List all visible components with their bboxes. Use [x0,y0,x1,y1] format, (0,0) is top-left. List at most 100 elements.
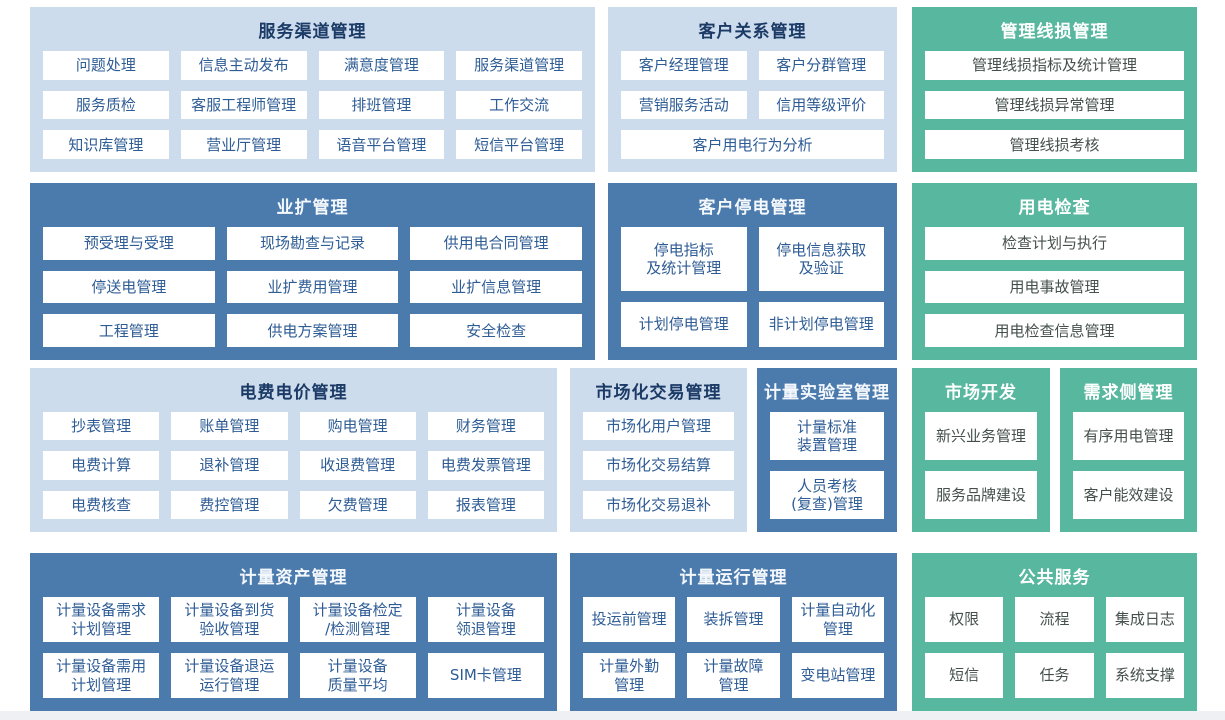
module-card: 电费计算 [43,451,160,480]
module-card: 费控管理 [171,490,288,519]
module-card: 工程管理 [43,314,215,347]
module-card: 人员考核 (复查)管理 [770,471,884,519]
module-card: 购电管理 [299,412,416,441]
module-card: 收退费管理 [299,451,416,480]
module-card: 计量设备退运 运行管理 [171,653,288,698]
module-card: 计量外勤 管理 [583,653,676,698]
block-metering-asset-mgmt: 计量资产管理计量设备需求 计划管理计量设备到货 验收管理计量设备检定 /检测管理… [30,553,557,711]
block-title: 客户关系管理 [698,22,807,42]
block-title: 市场开发 [945,383,1017,403]
block-title: 业扩管理 [276,198,349,218]
module-card: 计量故障 管理 [687,653,780,698]
module-card: 计量设备 质量平均 [299,653,416,698]
module-card: 非计划停电管理 [758,301,884,347]
module-card: 服务质检 [43,90,169,120]
module-card: 短信平台管理 [456,130,582,159]
module-card: 客户能效建设 [1073,471,1184,519]
block-title: 计量资产管理 [239,568,348,588]
module-card: 市场化交易退补 [583,490,734,519]
module-card: 满意度管理 [318,51,445,80]
block-customer-outage-mgmt: 客户停电管理停电指标 及统计管理停电信息获取 及验证计划停电管理非计划停电管理 [608,183,897,360]
module-card: 流程 [1015,597,1094,642]
block-business-expansion-mgmt: 业扩管理预受理与受理现场勘查与记录供用电合同管理停送电管理业扩费用管理业扩信息管… [30,183,595,360]
module-card-grid: 投运前管理装拆管理计量自动化 管理计量外勤 管理计量故障 管理变电站管理 [570,594,897,711]
module-card: 账单管理 [171,412,288,441]
block-metering-lab-mgmt: 计量实验室管理计量标准 装置管理人员考核 (复查)管理 [757,368,897,532]
block-market-trade-mgmt: 市场化交易管理市场化用户管理市场化交易结算市场化交易退补 [570,368,747,532]
module-card: 短信 [925,653,1004,698]
module-card-grid: 计量标准 装置管理人员考核 (复查)管理 [757,409,897,532]
module-card: 知识库管理 [43,130,169,159]
block-title: 公共服务 [1018,568,1091,588]
module-card: 计量设备需求 计划管理 [43,597,160,642]
module-card: 信用等级评价 [758,90,884,120]
module-card: 欠费管理 [299,490,416,519]
module-card-grid: 市场化用户管理市场化交易结算市场化交易退补 [570,409,747,532]
module-card: 计量设备到货 验收管理 [171,597,288,642]
block-electricity-fee-price-mgmt: 电费电价管理抄表管理账单管理购电管理财务管理电费计算退补管理收退费管理电费发票管… [30,368,557,532]
module-card: 停送电管理 [43,270,215,304]
module-card: 投运前管理 [583,597,676,642]
module-card: 服务渠道管理 [456,51,582,80]
block-title: 服务渠道管理 [258,22,367,42]
module-card: 业扩费用管理 [226,270,399,304]
block-title: 计量实验室管理 [764,383,890,403]
block-line-loss-mgmt: 管理线损管理管理线损指标及统计管理管理线损异常管理管理线损考核 [912,7,1197,172]
module-card: 计量设备 领退管理 [427,597,544,642]
module-card: 停电指标 及统计管理 [621,227,747,291]
module-card: 计量设备需用 计划管理 [43,653,160,698]
module-card: 停电信息获取 及验证 [758,227,884,291]
module-card: 排班管理 [318,90,445,120]
block-title: 管理线损管理 [1000,22,1109,42]
module-card-grid: 检查计划与执行用电事故管理用电检查信息管理 [912,224,1197,360]
module-card-grid: 预受理与受理现场勘查与记录供用电合同管理停送电管理业扩费用管理业扩信息管理工程管… [30,224,595,360]
footer-strip [0,711,1225,720]
module-card: 装拆管理 [687,597,780,642]
module-card: 计量标准 装置管理 [770,412,884,460]
module-card: 客户用电行为分析 [621,130,884,159]
module-card: 问题处理 [43,51,169,80]
module-card: 工作交流 [456,90,582,120]
module-card: 管理线损指标及统计管理 [925,51,1184,80]
module-card: 供电方案管理 [226,314,399,347]
module-card: 权限 [925,597,1004,642]
module-card: 客户分群管理 [758,51,884,80]
block-title: 市场化交易管理 [595,383,722,403]
module-card: 新兴业务管理 [925,412,1037,460]
block-metering-operation-mgmt: 计量运行管理投运前管理装拆管理计量自动化 管理计量外勤 管理计量故障 管理变电站… [570,553,897,711]
block-title: 计量运行管理 [679,568,788,588]
module-card: 业扩信息管理 [410,270,582,304]
module-card-grid: 问题处理信息主动发布满意度管理服务渠道管理服务质检客服工程师管理排班管理工作交流… [30,48,595,172]
module-card-grid: 客户经理管理客户分群管理营销服务活动信用等级评价客户用电行为分析 [608,48,897,172]
module-card: 用电事故管理 [925,270,1184,304]
module-card: 市场化用户管理 [583,412,734,441]
module-card: 集成日志 [1105,597,1184,642]
module-card: 营业厅管理 [180,130,307,159]
block-title: 用电检查 [1018,198,1091,218]
module-card: 财务管理 [427,412,544,441]
block-title: 需求侧管理 [1083,383,1174,403]
module-card: 电费发票管理 [427,451,544,480]
module-card: 语音平台管理 [318,130,445,159]
block-service-channel-mgmt: 服务渠道管理问题处理信息主动发布满意度管理服务渠道管理服务质检客服工程师管理排班… [30,7,595,172]
module-card: 检查计划与执行 [925,227,1184,260]
module-card: 计量设备检定 /检测管理 [299,597,416,642]
block-customer-relation-mgmt: 客户关系管理客户经理管理客户分群管理营销服务活动信用等级评价客户用电行为分析 [608,7,897,172]
block-demand-side-mgmt: 需求侧管理有序用电管理客户能效建设 [1060,368,1197,532]
module-card: 市场化交易结算 [583,451,734,480]
module-card: 现场勘查与记录 [226,227,399,260]
module-card: 变电站管理 [791,653,884,698]
module-card: 抄表管理 [43,412,160,441]
module-card: 客服工程师管理 [180,90,307,120]
module-card: 安全检查 [410,314,582,347]
module-card: 服务品牌建设 [925,471,1037,519]
module-card: 预受理与受理 [43,227,215,260]
module-card-grid: 新兴业务管理服务品牌建设 [912,409,1050,532]
module-card: 退补管理 [171,451,288,480]
module-card: SIM卡管理 [427,653,544,698]
block-public-services: 公共服务权限流程集成日志短信任务系统支撑 [912,553,1197,711]
module-card: 信息主动发布 [180,51,307,80]
module-card-grid: 有序用电管理客户能效建设 [1060,409,1197,532]
module-card: 报表管理 [427,490,544,519]
